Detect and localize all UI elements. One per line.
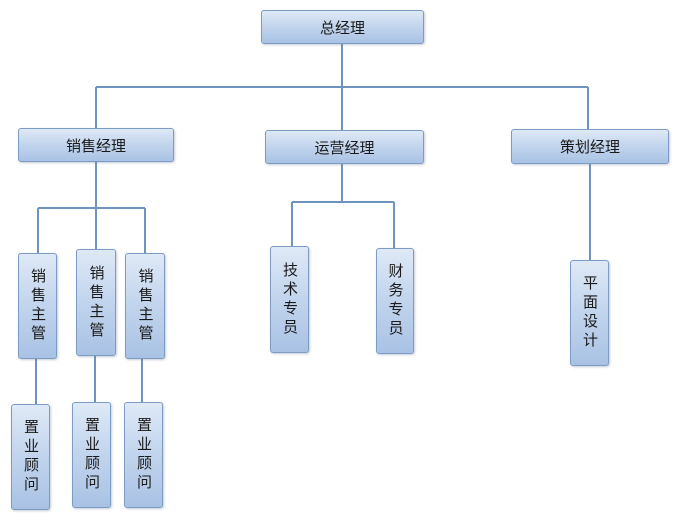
sales-supervisor-box-2: 销售主管 bbox=[76, 249, 116, 356]
property-consultant-box-2: 置业顾问 bbox=[72, 402, 111, 508]
sales-supervisor-box-3: 销售主管 bbox=[125, 253, 165, 359]
tech-specialist-box: 技术专员 bbox=[270, 246, 309, 353]
tech-specialist-label: 技术专员 bbox=[281, 261, 299, 338]
graphic-design-box: 平面设计 bbox=[570, 260, 609, 366]
sales-manager-label: 销售经理 bbox=[65, 136, 126, 155]
ops-manager-box: 运营经理 bbox=[265, 130, 424, 164]
property-consultant-label-3: 置业顾问 bbox=[135, 417, 153, 493]
sales-supervisor-label-3: 销售主管 bbox=[136, 268, 155, 344]
ceo-box: 总经理 bbox=[261, 10, 424, 44]
sales-supervisor-label-2: 销售主管 bbox=[87, 264, 106, 341]
ceo-label: 总经理 bbox=[319, 18, 365, 37]
planning-manager-box: 策划经理 bbox=[511, 129, 669, 164]
property-consultant-box-1: 置业顾问 bbox=[11, 404, 50, 510]
planning-manager-label: 策划经理 bbox=[559, 138, 620, 156]
sales-supervisor-label-1: 销售主管 bbox=[29, 268, 47, 344]
property-consultant-box-3: 置业顾问 bbox=[124, 402, 163, 508]
property-consultant-label-1: 置业顾问 bbox=[22, 419, 40, 495]
sales-manager-box: 销售经理 bbox=[18, 128, 174, 162]
finance-specialist-box: 财务专员 bbox=[376, 248, 414, 354]
finance-specialist-label: 财务专员 bbox=[386, 263, 405, 339]
ops-manager-label: 运营经理 bbox=[314, 138, 375, 157]
property-consultant-label-2: 置业顾问 bbox=[83, 417, 101, 493]
sales-supervisor-box-1: 销售主管 bbox=[18, 253, 57, 359]
graphic-design-label: 平面设计 bbox=[581, 275, 599, 351]
